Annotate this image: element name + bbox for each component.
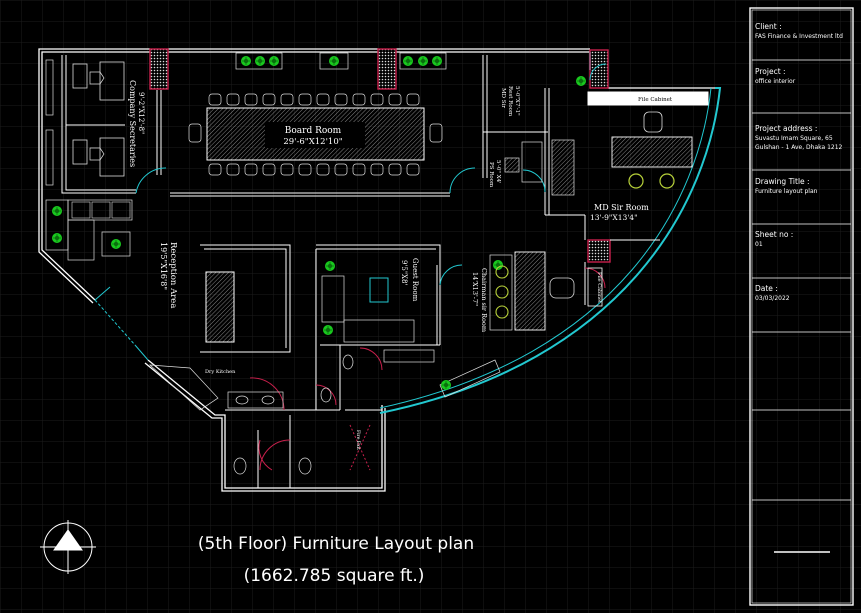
board-chair: [226, 163, 240, 176]
board-chair: [298, 93, 312, 106]
guest-room: Guest Room 9'5"X8': [321, 258, 419, 343]
guest-room-name: Guest Room: [411, 258, 419, 302]
md-rest-size: 5'-0"X7'-1": [514, 86, 520, 116]
file-cabinet-label: File Cabinet: [638, 97, 673, 103]
secretaries-room-size: 9'-2"X12'-8": [137, 92, 145, 134]
board-chair: [388, 93, 402, 106]
toilets: Dry Kitchen Fire Exit: [149, 349, 435, 475]
board-chair: [244, 163, 258, 176]
md-rest-label: Rest Room: [507, 86, 513, 117]
ps-room: PS Room 5'-0" X4': [488, 139, 575, 196]
address-line1: Suvastu Imam Square, 65: [755, 135, 833, 142]
date-label: Date :: [755, 284, 778, 293]
title-block: Client : FAS Finance & Investment ltd Pr…: [749, 7, 854, 606]
planters-top: [235, 52, 447, 70]
ps-room-size: 5'-0" X4': [495, 160, 501, 184]
reception-name: Reception Area: [168, 242, 178, 308]
board-room-size: 29'-6"X12'10": [283, 137, 342, 147]
board-chair: [388, 163, 402, 176]
dry-kitchen-label: Dry Kitchen: [205, 369, 236, 375]
interior-walls: [61, 55, 660, 488]
board-chair: [208, 93, 222, 106]
reception-area: Reception Area 19'5"X16'8": [45, 199, 178, 308]
project-value: office interior: [755, 78, 796, 85]
exterior-wall: [38, 48, 715, 492]
board-chair: [262, 93, 276, 106]
md-rest-name: MD Sir: [500, 88, 506, 108]
md-room-name: MD Sir Room: [594, 203, 649, 212]
board-chair: [316, 93, 330, 106]
md-sir-room: File Cabinet MD Sir Room 13'-9"X13'4": [575, 75, 709, 222]
board-chair: [298, 163, 312, 176]
chairman-room-size: 14'X13'-7": [471, 272, 479, 306]
board-chair: [208, 163, 222, 176]
guest-room-size: 9'5"X8': [400, 260, 408, 285]
address-line2: Gulshan - 1 Ave, Dhaka 1212: [755, 144, 843, 151]
chairman-room-name: Chairman sir Room: [480, 268, 488, 332]
board-chair: [244, 93, 258, 106]
file-cabinet-2-label: File Cabinet: [596, 272, 602, 303]
sheet-label: Sheet no :: [755, 230, 793, 239]
reception-size: 19'5"X16'8": [159, 242, 168, 290]
company-secretaries-room: Company Secretaries 9'-2"X12'-8": [45, 59, 145, 186]
drawing-title-label: Drawing Title :: [755, 177, 810, 186]
md-room-size: 13'-9"X13'4": [590, 213, 638, 222]
board-chair: [262, 163, 276, 176]
board-chair: [316, 163, 330, 176]
north-arrow-icon: [40, 520, 96, 574]
board-chair: [334, 163, 348, 176]
columns: [149, 48, 611, 263]
board-chair: [370, 163, 384, 176]
project-label: Project :: [755, 67, 786, 76]
board-chair: [226, 93, 240, 106]
client-value: FAS Finance & Investment ltd: [755, 33, 843, 40]
secretaries-room-name: Company Secretaries: [128, 80, 137, 167]
address-label: Project address :: [755, 124, 817, 133]
board-room-name: Board Room: [285, 126, 342, 136]
chairman-room: File Cabinet Chairman sir Room 14'X13'-7…: [439, 251, 603, 398]
drawing-title-value: Furniture layout plan: [755, 188, 818, 195]
floor-plan: Company Secretaries 9'-2"X12'-8" Board R…: [38, 48, 722, 586]
board-chair: [406, 93, 420, 106]
sheet-value: 01: [755, 241, 763, 248]
board-chair: [406, 163, 420, 176]
client-label: Client :: [755, 22, 782, 31]
board-chair: [352, 163, 366, 176]
plan-caption-line2: (1662.785 square ft.): [244, 566, 425, 586]
board-chair: [352, 93, 366, 106]
board-chair: [334, 93, 348, 106]
board-chair: [370, 93, 384, 106]
ps-room-name: PS Room: [488, 162, 494, 188]
plan-caption-line1: (5th Floor) Furniture Layout plan: [198, 534, 474, 554]
board-room: Board Room 29'-6"X12'10": [188, 93, 443, 176]
board-chair: [280, 163, 294, 176]
fire-exit-label: Fire Exit: [355, 430, 361, 450]
board-chair: [280, 93, 294, 106]
md-rest-room: MD Sir Rest Room 5'-0"X7'-1": [500, 86, 520, 117]
date-value: 03/03/2022: [755, 295, 790, 302]
